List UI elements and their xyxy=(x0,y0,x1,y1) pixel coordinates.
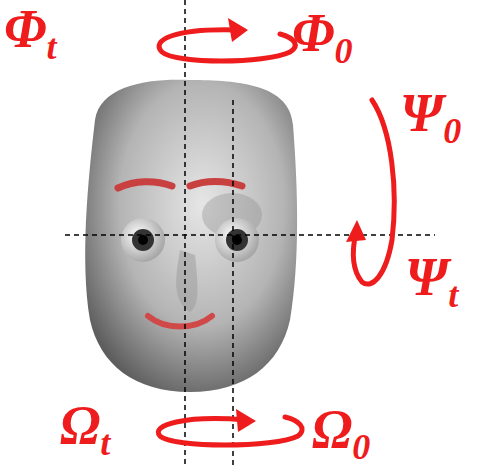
rotation-label: Ωt xyxy=(60,398,110,452)
rotation-label: Ψ0 xyxy=(400,86,461,140)
rotation-label: Ψt xyxy=(405,250,458,304)
rotation-label: Φt xyxy=(4,2,57,56)
rotation-label: Φ0 xyxy=(292,6,353,60)
rotation-label: Ω0 xyxy=(312,402,370,456)
